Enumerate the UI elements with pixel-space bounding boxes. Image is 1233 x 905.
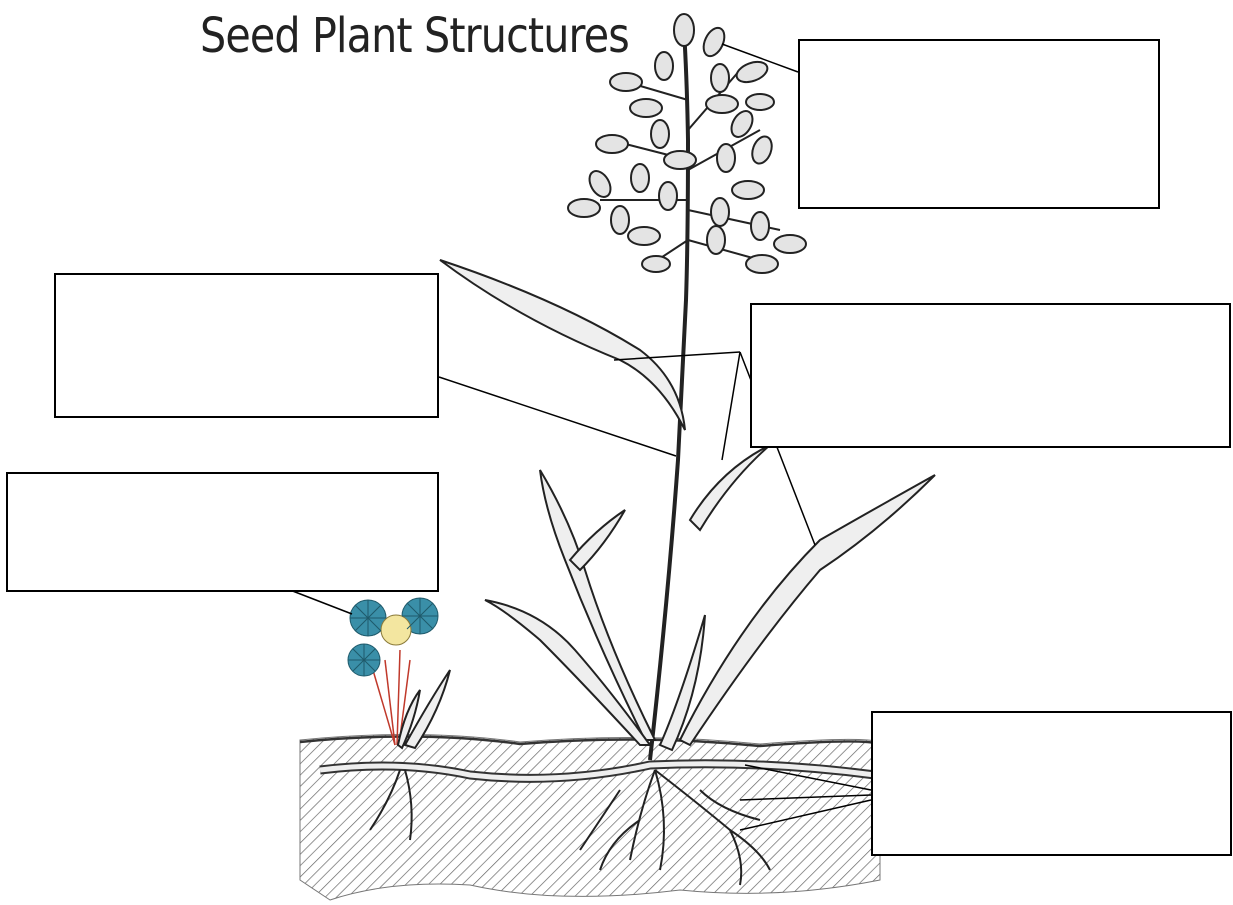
small-flowering-plant	[348, 598, 450, 748]
small-flowering-plant-label-box[interactable]	[6, 472, 439, 592]
stem-label-box[interactable]	[54, 273, 439, 418]
flower-cluster-label-box[interactable]	[798, 39, 1160, 209]
leaves-label-box[interactable]	[750, 303, 1231, 448]
roots-label-box[interactable]	[871, 711, 1232, 856]
